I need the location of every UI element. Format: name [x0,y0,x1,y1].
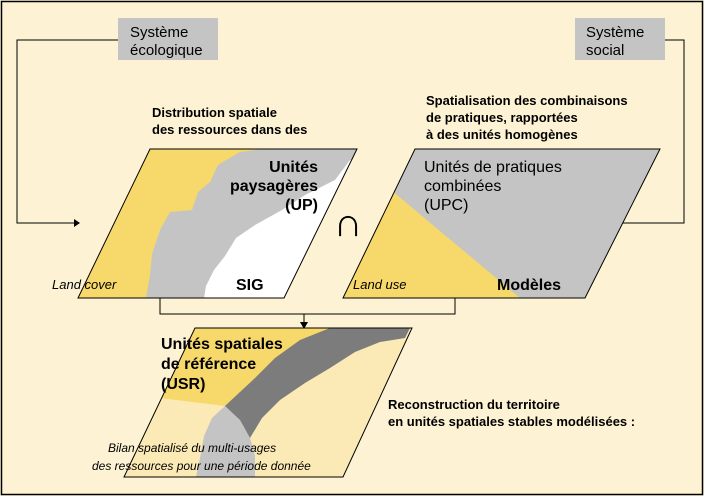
upc-title-line1: Unités de pratiques [424,159,562,176]
usr-footer-line1: Bilan spatialisé du multi-usages [108,441,276,455]
panel-up: Unités paysagères (UP) SIG Land cover [52,148,358,299]
arrow-into-usr [300,322,308,329]
upc-title-line2: combinées [424,178,501,195]
upc-corner-label: Land use [353,277,407,292]
social-box-line2: social [586,42,624,59]
intersection-symbol: ∩ [334,201,363,245]
social-box-line1: Système [586,24,644,41]
usr-title-line2: de référence [161,356,256,373]
connector-lines [16,39,685,323]
ecological-box-line1: Système [130,24,188,41]
social-to-upc-line [620,39,685,224]
panel-usr: Unités spatiales de référence (USR) Bila… [92,327,413,478]
panel-upc: Unités de pratiques combinées (UPC) Modè… [342,148,661,299]
merge-line [159,298,456,315]
caption-left-line1: Distribution spatiale [152,105,277,120]
caption-left-line2: des ressources dans des [152,122,307,137]
usr-footer-line2: des ressources pour une période donnée [92,459,311,473]
reconstruction-line2: en unités spatiales stables modélisées : [388,414,635,429]
social-system-box: Système social [575,18,665,60]
ecological-system-box: Système écologique [118,18,218,60]
usr-title-line3: (USR) [161,376,205,393]
ecological-box-line2: écologique [130,42,203,59]
up-corner-label: Land cover [52,277,117,292]
reconstruction-line1: Reconstruction du territoire [388,397,560,412]
usr-title-line1: Unités spatiales [161,336,283,353]
caption-right-line1: Spatialisation des combinaisons [426,93,628,108]
up-title-line3: (UP) [285,197,318,214]
ecological-to-up-line [16,39,118,224]
caption-right-line3: à des unités homogènes [426,127,578,142]
up-title-line2: paysagères [230,178,318,195]
upc-title-line3: (UPC) [424,197,468,214]
up-tool-label: SIG [236,277,264,294]
caption-right-line2: de pratiques, rapportées [426,110,578,125]
arrow-into-up [74,219,80,227]
upc-tool-label: Modèles [497,277,561,294]
up-title-line1: Unités [269,159,318,176]
